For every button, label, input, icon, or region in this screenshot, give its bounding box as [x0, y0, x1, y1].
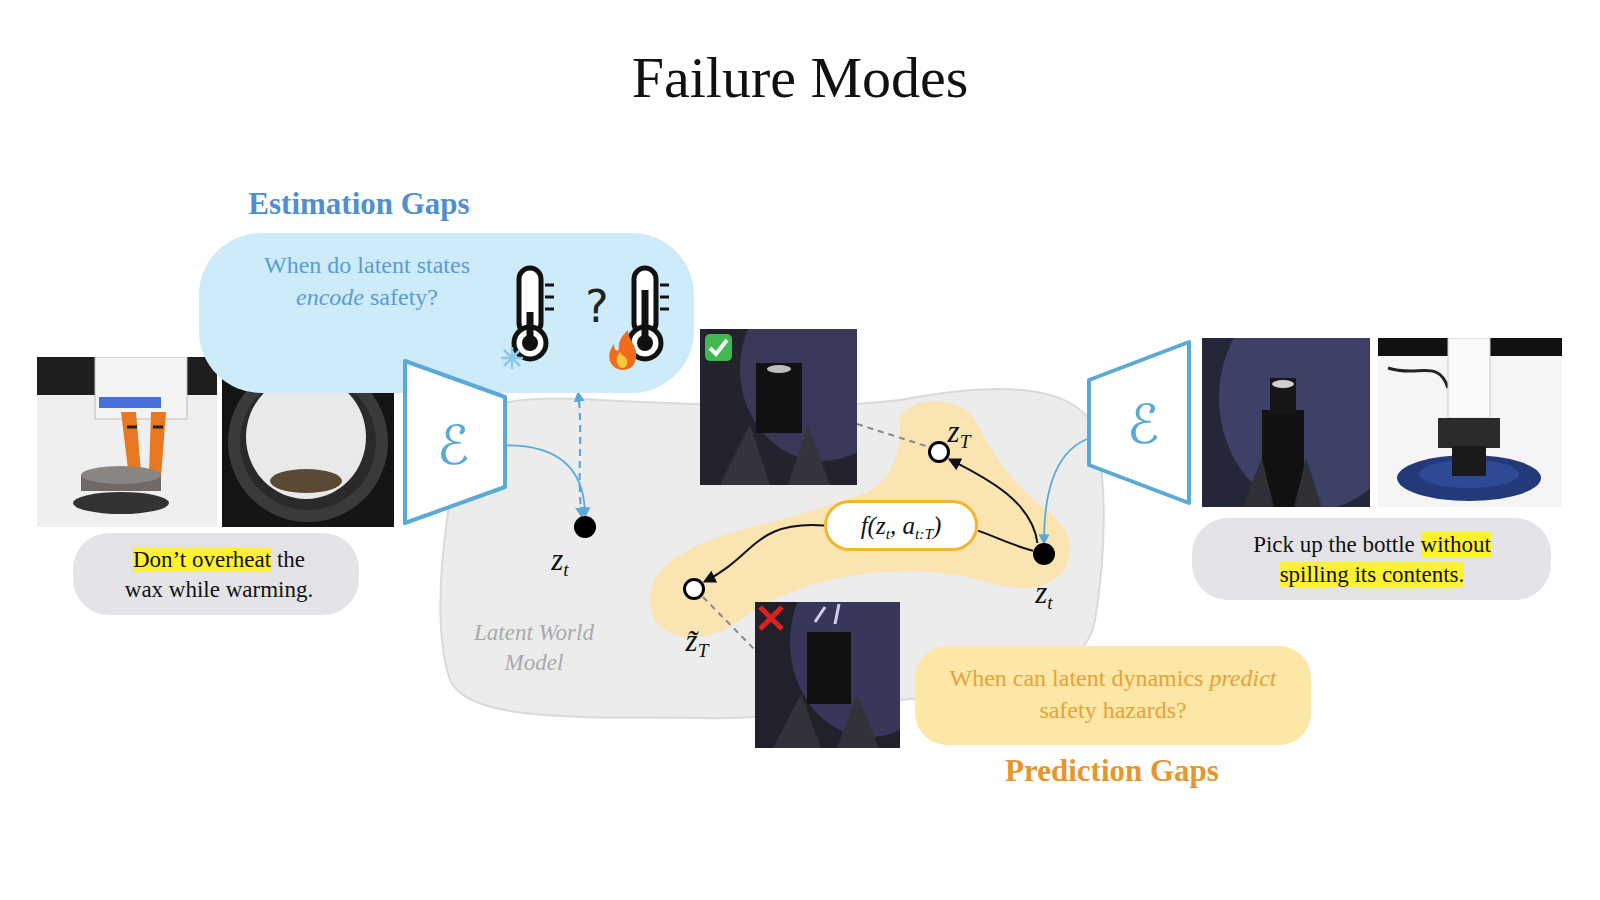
caption-bubble: Pick up the bottle without spilling its … — [1192, 518, 1551, 600]
photo-bottle-robot-part — [1438, 418, 1500, 448]
latent-space-blob-outline-part — [650, 401, 1070, 637]
photo-success-part — [767, 365, 791, 373]
photo-wax-robot-part — [73, 492, 169, 514]
dynamics-box: f(zt, at:T) — [824, 500, 978, 551]
photo-wax-robot-part — [99, 397, 161, 408]
photo-failure-part — [760, 607, 782, 629]
node-text: f(zt, at:T) — [861, 512, 942, 540]
node-text: Pick up the bottle without spilling its … — [1217, 530, 1527, 590]
node-text: ℰ — [437, 414, 470, 477]
latent-state-dot: zt — [574, 516, 596, 538]
encoder-trapezoid: ℰ — [1087, 340, 1191, 505]
photo-bottle-closeup-part — [1270, 378, 1296, 414]
photo-bottle-robot-part — [1448, 338, 1490, 418]
node-text: When can latent dynamics predict safety … — [948, 663, 1278, 726]
caption-bubble: Don’t overheat the wax while warming. — [73, 533, 359, 615]
photo-success-part — [710, 340, 727, 354]
node-text: Latent World Model — [449, 618, 619, 678]
photo-wax-top-part — [270, 469, 342, 493]
subscript: t — [886, 525, 890, 542]
emphasis: predict — [1209, 665, 1276, 691]
encoder-trapezoid: ℰ — [403, 359, 507, 525]
emphasis: encode — [296, 284, 364, 310]
photo-wax-robot-part — [149, 412, 166, 477]
subscript: t — [563, 559, 568, 580]
node-text: zT — [948, 414, 971, 450]
latent-state-circle: z̃T — [683, 578, 705, 600]
photo-bottle-closeup — [1202, 286, 1409, 510]
photo-success-part — [788, 425, 830, 485]
photo-success-part — [705, 334, 732, 361]
photo-bottle-closeup-part — [1242, 458, 1274, 507]
node-text: When do latent states encode safety? — [236, 250, 498, 313]
photo-bottle-robot-part — [1378, 338, 1562, 507]
photo-success-part — [720, 425, 770, 485]
node-text: ? — [585, 281, 608, 332]
node-text: zt — [551, 542, 568, 578]
subscript: T — [698, 640, 709, 661]
photo-failure-part — [837, 694, 879, 748]
photo-wax-robot-part — [37, 357, 217, 527]
photo-bottle-robot — [1378, 338, 1562, 507]
photo-bottle-closeup-part — [1294, 458, 1322, 507]
subscript: T — [960, 431, 971, 452]
photo-bottle-robot-part — [1452, 446, 1486, 476]
photo-failure-part — [773, 694, 821, 748]
photo-failure-part — [815, 604, 839, 624]
node-text: ℰ — [1127, 393, 1160, 456]
callout-bubble: Estimation GapsWhen do latent states enc… — [199, 233, 694, 393]
photo-wax-robot — [37, 357, 217, 527]
photo-wax-robot-part — [153, 426, 163, 429]
highlight: Don’t overheat — [133, 547, 271, 572]
node-text: Don’t overheat the wax while warming. — [112, 545, 326, 605]
node-text: zt — [1035, 575, 1052, 611]
node-text: z̃T — [686, 623, 709, 659]
photo-wax-robot-part — [81, 466, 161, 484]
node-text: Estimation Gaps — [248, 186, 469, 222]
subscript: t — [1047, 592, 1052, 613]
photo-wax-robot-part — [127, 426, 137, 429]
photo-wax-top-part — [240, 374, 376, 510]
subscript: t:T — [915, 525, 933, 542]
latent-state-circle: zT — [928, 441, 950, 463]
highlight: without spilling its contents. — [1280, 532, 1491, 587]
photo-failure-part — [807, 632, 851, 704]
callout-bubble: When can latent dynamics predict safety … — [915, 646, 1311, 745]
photo-wax-top-part — [246, 375, 366, 499]
diagram-title: Failure Modes — [632, 44, 969, 111]
photo-wax-robot-part — [95, 357, 187, 419]
latent-state-dot: zt — [1033, 543, 1055, 565]
photo-bottle-closeup-part — [1272, 380, 1294, 388]
node-text: Prediction Gaps — [1005, 753, 1219, 789]
encoder-trapezoid-outline-part — [1089, 342, 1189, 503]
photo-success-part — [756, 363, 802, 433]
photo-bottle-robot-part — [1388, 368, 1448, 388]
